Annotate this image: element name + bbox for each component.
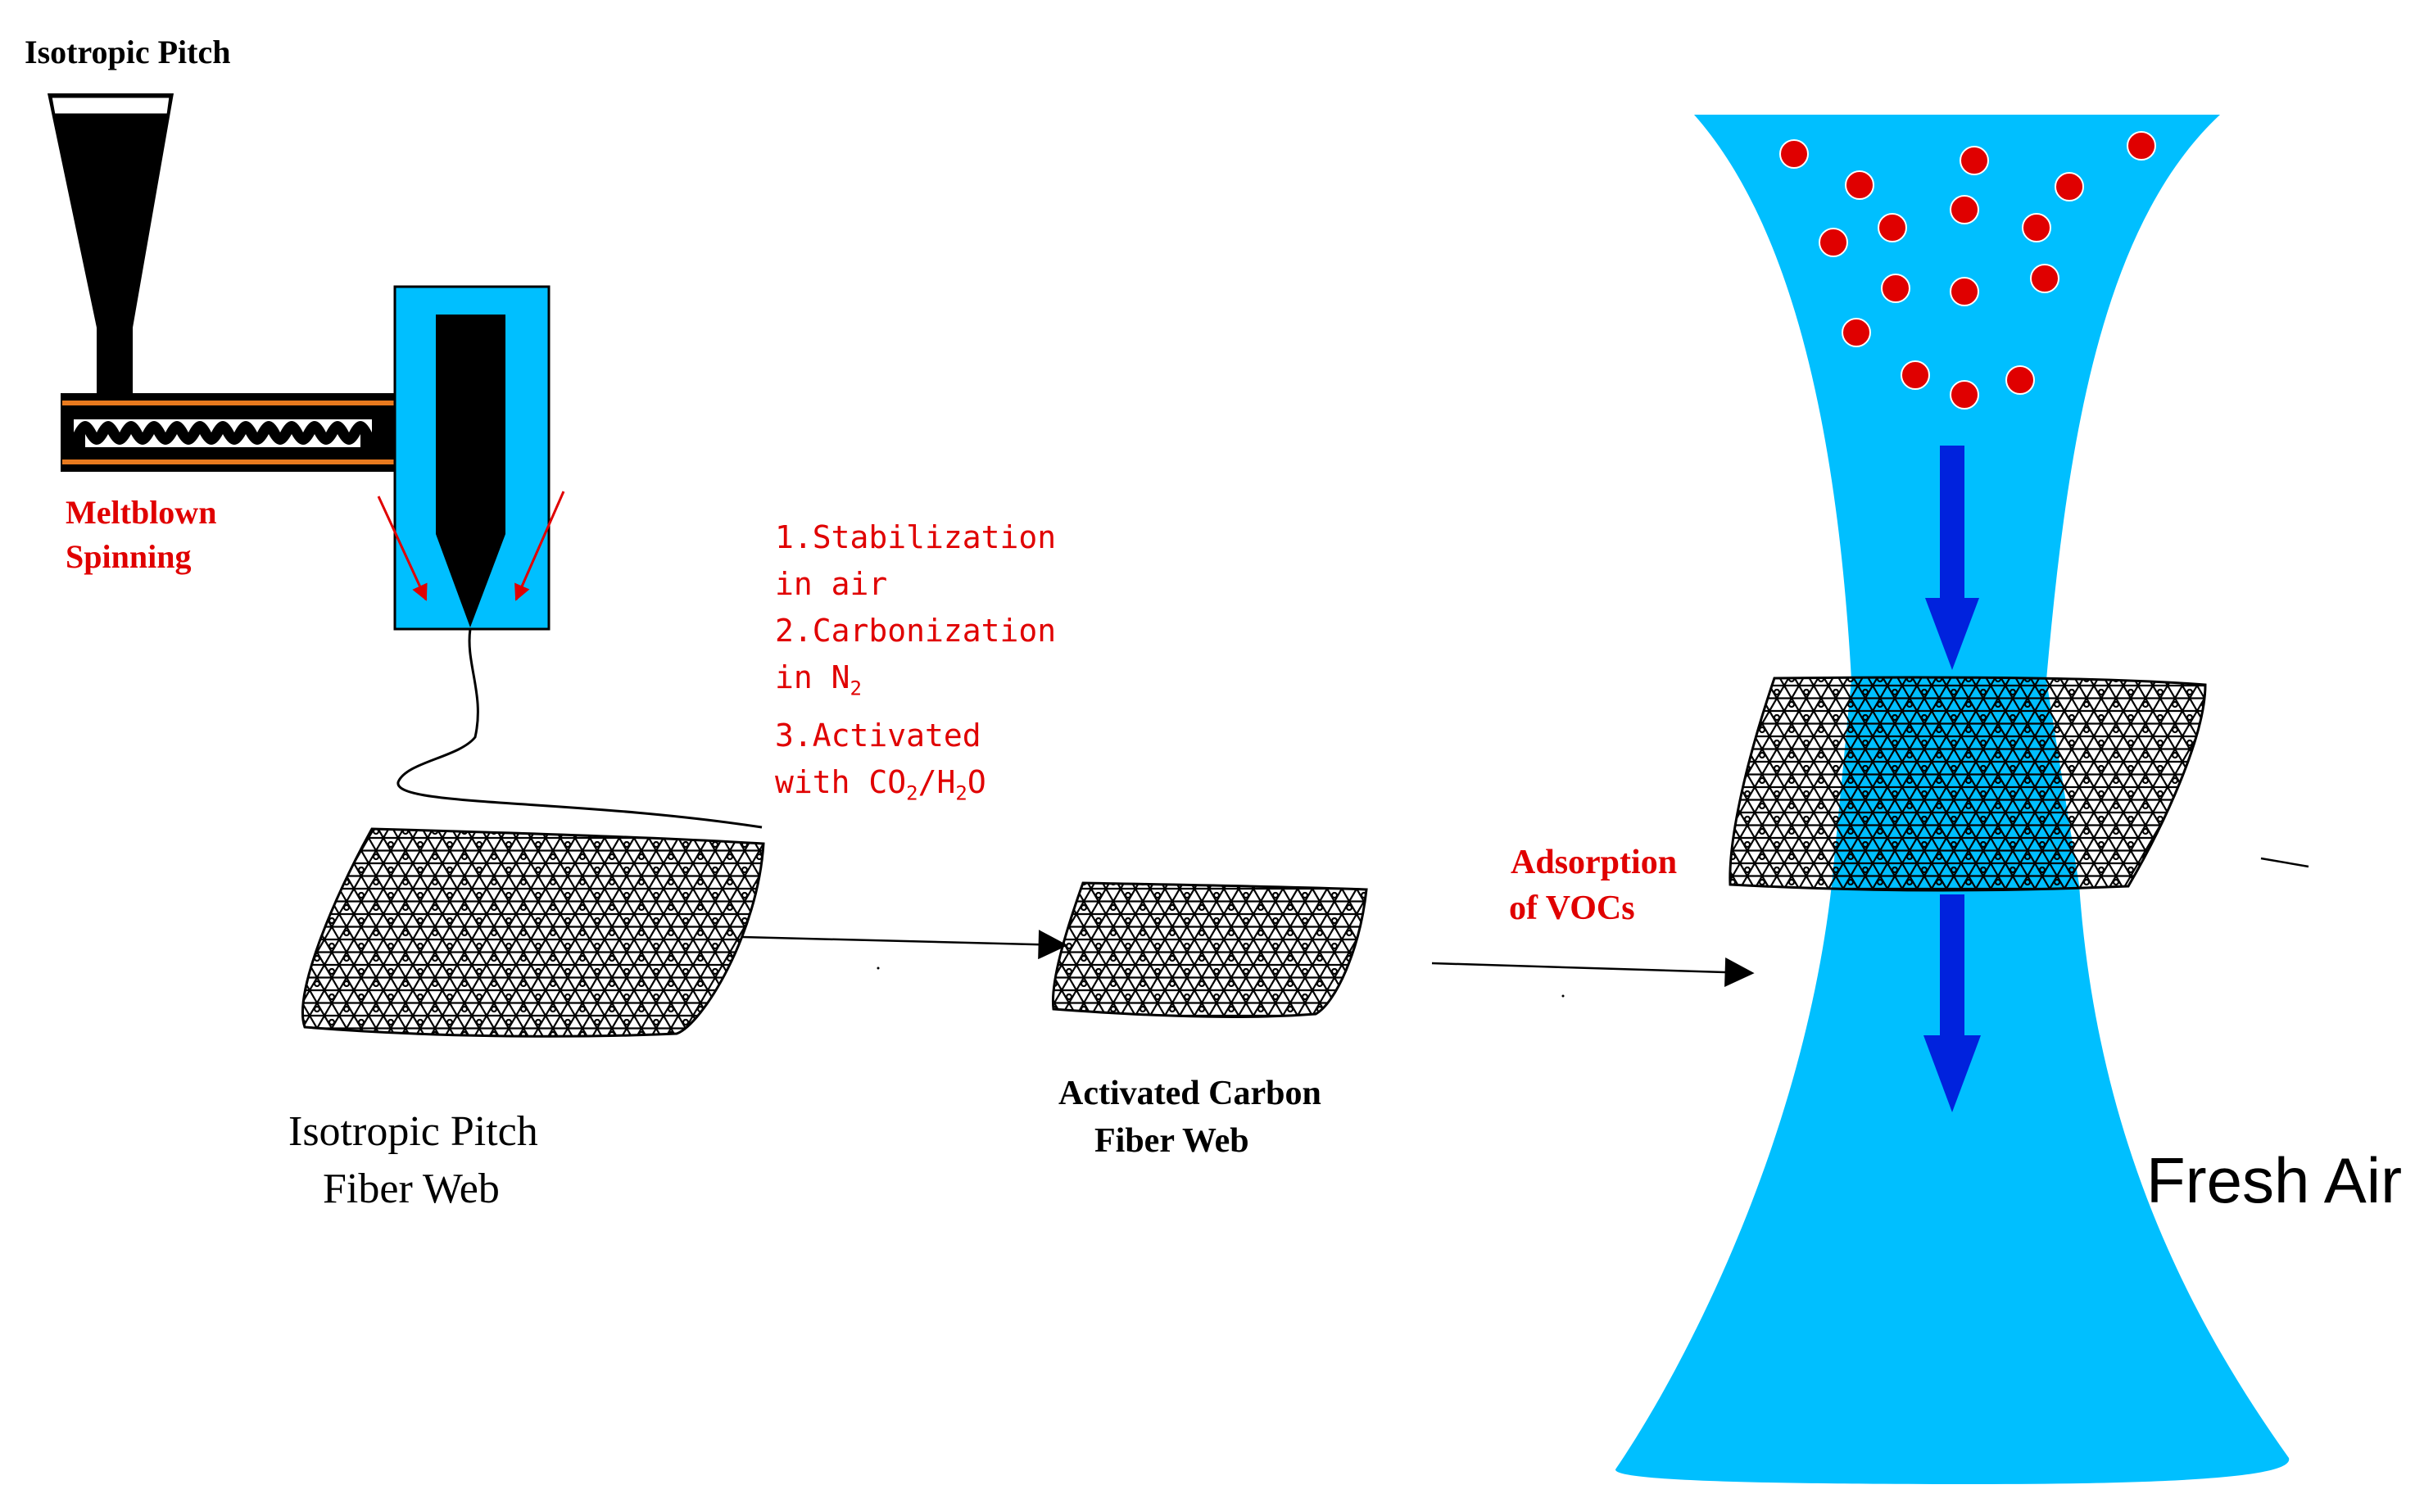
stray-dot — [877, 967, 880, 970]
filter-fiber-web — [1729, 676, 2207, 892]
air-jet-arrow-left — [377, 496, 428, 601]
step-activation-text: O — [967, 763, 986, 800]
extruder-barrel — [61, 393, 396, 472]
voc-particle — [1842, 318, 1871, 347]
step-carbonization-text: in N — [775, 659, 850, 695]
step-activation: 3.Activated — [775, 717, 981, 754]
melt-blown-die — [393, 285, 551, 631]
voc-particle — [1881, 274, 1910, 303]
voc-particle — [1845, 170, 1874, 200]
arrow-to-adsorption — [1431, 957, 1755, 987]
voc-particle — [2022, 213, 2051, 242]
subscript: 2 — [850, 677, 862, 700]
voc-particle — [2030, 264, 2059, 293]
subscript: 2 — [906, 781, 918, 805]
label-acf-web-2: Fiber Web — [1094, 1122, 1249, 1160]
step-stabilization: 1.Stabilization — [775, 519, 1057, 555]
step-activation-text: with CO — [775, 763, 907, 800]
step-carbonization: 2.Carbonization — [775, 613, 1057, 649]
voc-particle — [2055, 172, 2084, 201]
step-activation-text: /H — [918, 763, 956, 800]
stray-dot — [1561, 994, 1565, 998]
label-spinning: Spinning — [66, 538, 192, 575]
label-meltblown: Meltblown — [66, 494, 217, 531]
hopper — [48, 93, 174, 395]
activated-carbon-fiber-web — [1051, 881, 1368, 1018]
voc-particle — [1950, 195, 1979, 224]
subscript: 2 — [955, 781, 967, 805]
label-acf-web-1: Activated Carbon — [1058, 1075, 1321, 1112]
voc-particle — [1901, 360, 1930, 390]
step-carbonization-condition: in N2 — [775, 654, 1056, 713]
voc-particle — [2005, 365, 2035, 395]
voc-particle — [1878, 213, 1907, 242]
voc-particle — [1950, 380, 1979, 410]
fiber-strand — [396, 628, 763, 829]
arrow-to-activation — [741, 930, 1068, 960]
label-pitch-fiber-web-2: Fiber Web — [323, 1166, 500, 1212]
label-fresh-air: Fresh Air — [2146, 1144, 2403, 1216]
extruder-screw — [74, 419, 372, 447]
label-adsorption-1: Adsorption — [1511, 844, 1678, 881]
pitch-fiber-web — [301, 827, 765, 1038]
label-pitch-fiber-web-1: Isotropic Pitch — [288, 1108, 538, 1155]
step-stabilization-condition: in air — [775, 566, 888, 602]
voc-particles — [1779, 131, 2156, 410]
voc-particle — [1779, 139, 1809, 169]
label-isotropic-pitch: Isotropic Pitch — [25, 34, 231, 70]
flow-arrow-upper — [1925, 446, 1979, 670]
stray-mark — [2260, 857, 2309, 868]
step-activation-condition: with CO2/H2O — [775, 759, 1056, 817]
flow-arrow-lower — [1923, 894, 1981, 1112]
voc-particle — [1960, 146, 1989, 175]
voc-particle — [1950, 277, 1979, 306]
voc-particle — [1819, 228, 1848, 257]
label-adsorption-2: of VOCs — [1509, 890, 1635, 927]
process-steps: 1.Stabilization in air 2.Carbonization i… — [775, 514, 1056, 817]
voc-particle — [2127, 131, 2156, 161]
air-jet-arrow-right — [514, 491, 565, 601]
